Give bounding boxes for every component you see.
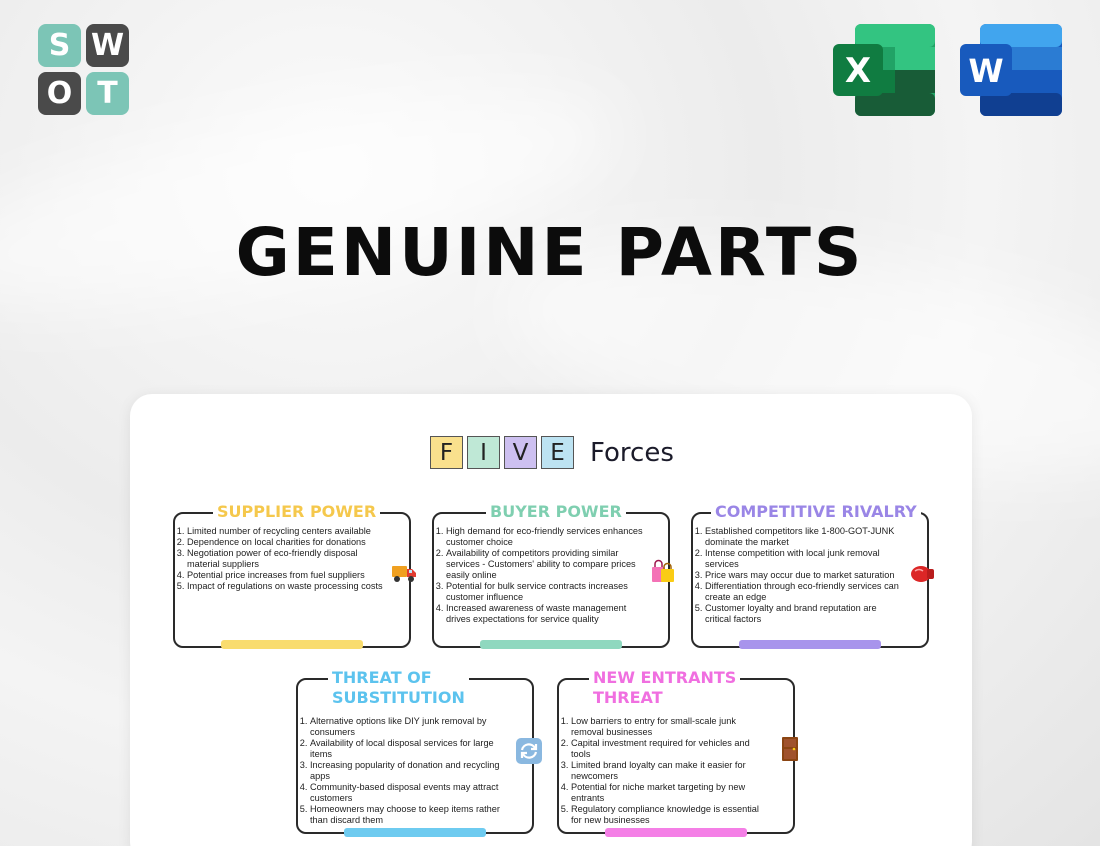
accent-bar [480,640,622,649]
force-supplier-power: SUPPLIER POWER Limited number of recycli… [173,502,416,649]
list-item: Customer loyalty and brand reputation ar… [705,603,905,625]
list-item: Potential for niche market targeting by … [571,782,767,804]
force-new-entrants-threat: NEW ENTRANTS THREAT Low barriers to entr… [557,668,798,837]
list-item: Regulatory compliance knowledge is essen… [571,804,767,826]
accent-bar [344,828,486,837]
force-title-line: SUBSTITUTION [332,688,465,707]
logo-tile-w: W [86,24,129,67]
force-list: High demand for eco-friendly services en… [432,526,644,625]
logo-tile-s: S [38,24,81,67]
list-item: Homeowners may choose to keep items rath… [310,804,506,826]
list-item: Low barriers to entry for small-scale ju… [571,716,767,738]
force-title: NEW ENTRANTS THREAT [589,668,741,708]
word-icon: W [960,24,1062,116]
force-list: Limited number of recycling centers avai… [173,526,383,592]
list-item: Negotiation power of eco-friendly dispos… [187,548,383,570]
header-letter-i: I [467,436,500,469]
force-threat-of-substitution: THREAT OF SUBSTITUTION Alternative optio… [296,668,542,837]
list-item: Intense competition with local junk remo… [705,548,905,570]
header-letter-v: V [504,436,537,469]
list-item: Increased awareness of waste management … [446,603,644,625]
list-item: Differentiation through eco-friendly ser… [705,581,905,603]
five-forces-header: F I V E Forces [430,436,674,469]
force-title: COMPETITIVE RIVALRY [711,502,921,522]
boxing-glove-icon [911,566,934,582]
force-title: BUYER POWER [486,502,626,522]
force-title-line: NEW ENTRANTS [593,668,737,687]
list-item: Limited brand loyalty can make it easier… [571,760,767,782]
header-word: Forces [590,437,674,468]
force-title: SUPPLIER POWER [213,502,381,522]
force-list: Low barriers to entry for small-scale ju… [557,716,767,826]
excel-letter: X [845,51,871,91]
list-item: Dependence on local charities for donati… [187,537,383,548]
list-item: Price wars may occur due to market satur… [705,570,905,581]
shopping-bags-icon [652,559,674,582]
list-item: Established competitors like 1-800-GOT-J… [705,526,905,548]
force-title-line: THREAT OF [332,668,432,687]
accent-bar [605,828,747,837]
force-list: Alternative options like DIY junk remova… [296,716,506,826]
door-icon [782,737,798,761]
logo-tile-o: O [38,72,81,115]
list-item: Alternative options like DIY junk remova… [310,716,506,738]
five-forces-card: F I V E Forces SUPPLIER POWER Limited nu… [130,394,972,846]
list-item: High demand for eco-friendly services en… [446,526,644,548]
list-item: Potential for bulk service contracts inc… [446,581,644,603]
force-title-line: THREAT [593,688,663,707]
list-item: Availability of local disposal services … [310,738,506,760]
swot-logo: S W O T [38,24,130,116]
force-buyer-power: BUYER POWER High demand for eco-friendly… [432,502,674,649]
list-item: Availability of competitors providing si… [446,548,644,581]
list-item: Impact of regulations on waste processin… [187,581,383,592]
header-letter-f: F [430,436,463,469]
delivery-truck-icon [392,566,416,582]
list-item: Capital investment required for vehicles… [571,738,767,760]
list-item: Increasing popularity of donation and re… [310,760,506,782]
refresh-arrows-icon [516,738,542,764]
logo-tile-t: T [86,72,129,115]
header-letter-e: E [541,436,574,469]
force-list: Established competitors like 1-800-GOT-J… [691,526,905,625]
word-letter: W [968,52,1003,90]
force-title: THREAT OF SUBSTITUTION [328,668,469,708]
excel-icon: X [833,24,935,116]
list-item: Limited number of recycling centers avai… [187,526,383,537]
list-item: Potential price increases from fuel supp… [187,570,383,581]
force-competitive-rivalry: COMPETITIVE RIVALRY Established competit… [691,502,934,649]
accent-bar [739,640,881,649]
accent-bar [221,640,363,649]
page-title: GENUINE PARTS [235,214,865,291]
list-item: Community-based disposal events may attr… [310,782,506,804]
